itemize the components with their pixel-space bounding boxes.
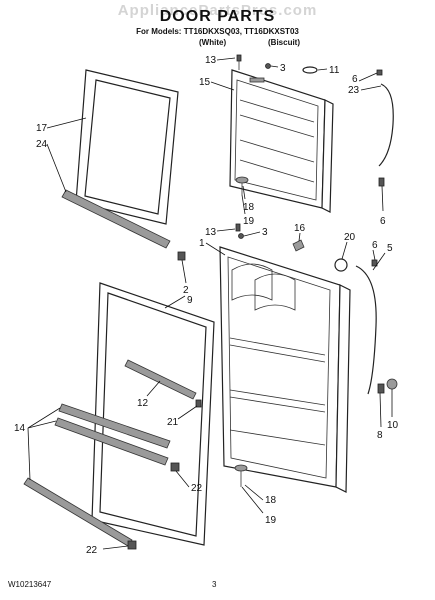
cam-plug-20[interactable] [334,258,348,272]
handle-screw-lower[interactable] [377,383,385,394]
shelf-clip-22-upper[interactable] [170,462,180,472]
leader-lines [27,57,393,550]
callout-13: 13 [205,55,217,66]
callout-17: 17 [36,123,48,134]
freezer-shelf-rail[interactable] [61,189,171,249]
variant-biscuit: (Biscuit) [268,38,300,47]
callout-22: 22 [86,545,98,556]
callout-6: 6 [372,240,378,251]
hinge-screw-top[interactable] [236,54,242,70]
callout-1: 1 [199,238,205,249]
plug-button-top[interactable] [265,63,271,69]
callout-20: 20 [344,232,356,243]
callout-24: 24 [36,139,48,150]
handle-screw-top[interactable] [376,69,383,76]
door-shelf-rail-middle[interactable] [54,417,169,466]
freezer-door-handle[interactable] [378,83,394,167]
diagram-title: DOOR PARTS [159,8,276,25]
cap-10[interactable] [386,378,398,390]
callout-11: 11 [329,65,340,76]
callout-3: 3 [280,63,286,74]
handle-screw-bottom[interactable] [378,177,385,187]
callout-18: 18 [265,495,277,506]
door-shelf-rail-upper[interactable] [124,359,197,400]
callout-19: 19 [243,216,255,227]
callout-3: 3 [262,227,268,238]
callout-6: 6 [352,74,358,85]
freezer-cam-bottom[interactable] [235,176,249,195]
callout-12: 12 [137,398,149,409]
watermark: AppliancePartsPros.com [117,2,318,19]
page-number: 3 [212,580,217,589]
callout-14: 14 [14,423,26,434]
callout-18: 18 [243,202,255,213]
callout-5: 5 [387,243,393,254]
callout-16: 16 [294,223,306,234]
fresh-food-cam-bottom[interactable] [234,464,248,487]
shelf-clip-22-lower[interactable] [127,540,137,550]
fresh-food-door[interactable] [219,246,351,493]
door-stop-16[interactable] [292,239,305,252]
handle-end-cap-11[interactable] [302,66,318,74]
callout-23: 23 [348,85,360,96]
callout-10: 10 [387,420,399,431]
variant-white: (White) [199,38,227,47]
callout-22: 22 [191,483,203,494]
shelf-clip-21[interactable] [195,399,202,408]
callout-21: 21 [167,417,179,428]
document-number: W10213647 [8,580,52,589]
handle-screw-mid[interactable] [371,259,378,267]
callout-13: 13 [205,227,217,238]
callout-15: 15 [199,77,211,88]
door-stop-2[interactable] [177,251,186,261]
fresh-food-door-handle[interactable] [355,265,377,395]
plug-button-mid[interactable] [238,233,244,239]
door-shelf-rail-front[interactable] [58,403,171,449]
callout-19: 19 [265,515,277,526]
freezer-door[interactable] [229,69,334,213]
callout-6: 6 [380,216,386,227]
hinge-screw-mid[interactable] [235,223,241,232]
callout-2: 2 [183,285,189,296]
fresh-food-door-gasket[interactable] [91,282,215,546]
freezer-door-gasket[interactable] [75,69,179,225]
callout-8: 8 [377,430,383,441]
callout-9: 9 [187,295,193,306]
model-list: For Models: TT16DKXSQ03, TT16DKXST03 [136,27,299,36]
callout-labels: 13 3 11 6 23 15 17 24 18 19 6 13 3 1 16 … [14,55,399,556]
